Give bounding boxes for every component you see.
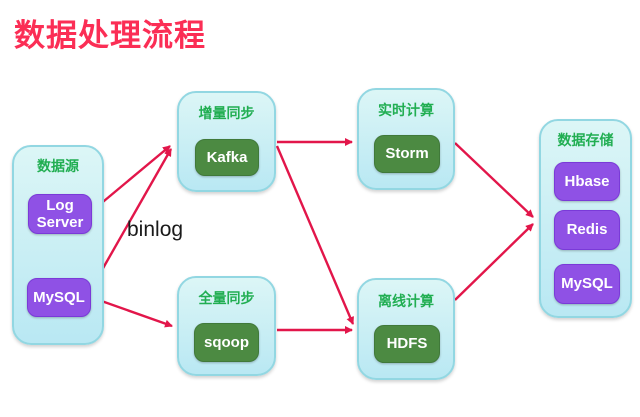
node-hbase: Hbase xyxy=(554,162,620,201)
arrow-offline-to-storage xyxy=(454,223,534,301)
group-realtime-compute-label: 实时计算 xyxy=(378,102,434,118)
group-offline-compute: 离线计算 HDFS xyxy=(357,278,455,380)
page-title: 数据处理流程 xyxy=(14,18,206,53)
node-redis: Redis xyxy=(554,210,620,250)
group-data-source-label: 数据源 xyxy=(37,158,79,174)
node-mysql-source: MySQL xyxy=(27,278,91,317)
group-offline-compute-label: 离线计算 xyxy=(378,293,434,309)
node-kafka: Kafka xyxy=(195,139,259,176)
group-full-sync: 全量同步 sqoop xyxy=(177,276,276,376)
binlog-label: binlog xyxy=(127,218,184,241)
group-data-storage: 数据存储 Hbase Redis MySQL xyxy=(539,119,632,318)
node-mysql-storage: MySQL xyxy=(554,264,620,304)
arrow-realtime-to-storage xyxy=(454,142,534,218)
group-incremental-sync-label: 增量同步 xyxy=(198,105,255,121)
group-full-sync-label: 全量同步 xyxy=(198,290,255,306)
arrow-mysql-to-incremental xyxy=(92,148,173,285)
node-sqoop: sqoop xyxy=(194,323,259,362)
node-storm: Storm xyxy=(374,135,440,173)
node-log-server: Log Server xyxy=(28,194,92,234)
arrow-incremental-to-offline xyxy=(275,145,355,325)
group-realtime-compute: 实时计算 Storm xyxy=(357,88,455,190)
group-data-source: 数据源 Log Server MySQL xyxy=(12,145,104,345)
group-incremental-sync: 增量同步 Kafka xyxy=(177,91,276,192)
arrow-mysql-to-full xyxy=(92,296,173,328)
group-data-storage-label: 数据存储 xyxy=(557,132,614,148)
node-hdfs: HDFS xyxy=(374,325,440,363)
